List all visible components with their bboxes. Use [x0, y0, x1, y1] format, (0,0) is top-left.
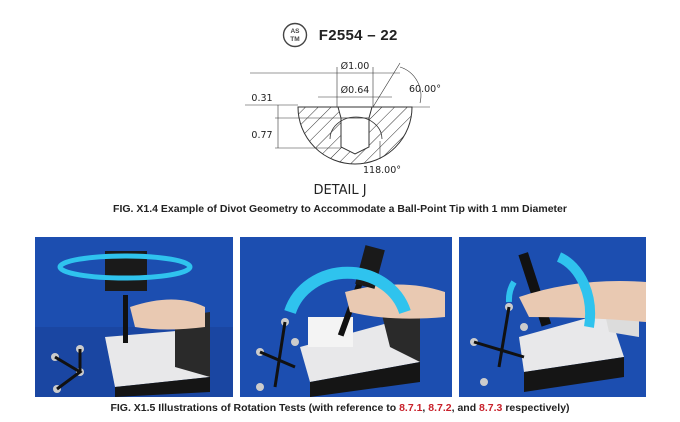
figure-x1-5-caption: FIG. X1.5 Illustrations of Rotation Test…	[0, 402, 680, 414]
standard-number: F2554 – 22	[318, 26, 398, 44]
figure-x1-4-caption: FIG. X1.4 Example of Divot Geometry to A…	[113, 203, 567, 215]
detail-label: DETAIL J	[313, 183, 367, 198]
document-header: AS TM F2554 – 22	[0, 22, 680, 48]
astm-logo-icon: AS TM	[283, 22, 308, 48]
divot-geometry-drawing: Ø1.00 Ø0.64 60.00° 0.31 0.77 118.00°	[245, 61, 441, 176]
reference-link-8-7-2[interactable]: 8.7.2	[428, 402, 452, 414]
caption-text: FIG. X1.5 Illustrations of Rotation Test…	[110, 402, 400, 414]
angle-top-label: 60.00°	[409, 84, 441, 95]
svg-text:TM: TM	[291, 36, 300, 43]
svg-text:AS: AS	[291, 28, 301, 35]
rotation-test-photo-2	[240, 237, 452, 397]
rotation-test-photo-1	[35, 237, 233, 397]
outer-diameter-label: Ø1.00	[341, 61, 370, 72]
reference-link-8-7-1[interactable]: 8.7.1	[399, 402, 423, 414]
caption-separator: ,	[422, 402, 429, 414]
inner-diameter-label: Ø0.64	[341, 85, 370, 96]
reference-link-8-7-3[interactable]: 8.7.3	[479, 402, 503, 414]
rotation-test-photo-3	[459, 237, 646, 397]
caption-text: respectively)	[502, 402, 570, 414]
depth-top-label: 0.31	[251, 93, 272, 104]
caption-separator: , and	[451, 402, 480, 414]
depth-total-label: 0.77	[251, 130, 272, 141]
cone-angle-label: 118.00°	[363, 165, 401, 176]
